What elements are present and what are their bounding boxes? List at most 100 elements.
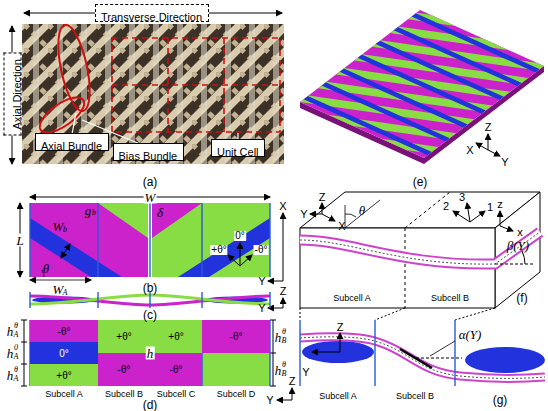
- symbol-label: L: [15, 234, 24, 247]
- caption: (e): [413, 176, 428, 188]
- symbol-label: α(Y): [459, 328, 482, 341]
- cross-section: [30, 295, 283, 308]
- axis-label: Z: [280, 286, 287, 297]
- angle-label: +θ°: [210, 245, 227, 255]
- callout-box: Bias Bundle: [113, 143, 184, 161]
- layer-label: -θ°: [58, 326, 71, 337]
- layer-table: [21, 320, 292, 400]
- callout-box: Axial Bundle: [35, 133, 109, 151]
- symbol-label: δ: [157, 206, 163, 219]
- axis-label: Y: [300, 209, 307, 220]
- axis-label: X: [279, 201, 286, 212]
- angle-label: -θ°: [254, 245, 269, 255]
- subcell-label: Subcell D: [217, 390, 256, 399]
- subscript: A: [14, 353, 19, 361]
- layer-label: +θ°: [116, 331, 131, 342]
- layer-label: -θ°: [118, 364, 131, 375]
- caption: (g): [493, 394, 508, 406]
- axis-label: 3: [459, 192, 465, 203]
- caption: (f): [516, 292, 527, 304]
- symbol-label: h: [7, 347, 14, 360]
- unit-cell: [20, 197, 283, 281]
- axis-label: z: [497, 199, 503, 210]
- layer-band: 0°: [30, 342, 98, 364]
- callout-box: Unit Cell: [211, 139, 265, 157]
- symbol-label: g: [85, 204, 92, 217]
- angle-label: 0°: [234, 231, 246, 241]
- layer-band: +θ°: [98, 320, 150, 353]
- axis-label: Z: [337, 322, 344, 333]
- symbol-label: W: [144, 191, 157, 204]
- superscript: θ: [14, 322, 18, 330]
- axis-label: Y: [258, 276, 265, 287]
- symbol-label: h: [7, 369, 14, 382]
- superscript: θ: [282, 361, 286, 369]
- axis-label: Z: [289, 376, 296, 387]
- callout-text: Bias Bundle: [119, 150, 178, 162]
- layer-band: -θ°: [202, 320, 270, 353]
- caption: (d): [143, 399, 158, 411]
- layer-band: -θ°: [98, 353, 150, 386]
- subcell-divider: [30, 203, 270, 386]
- symbol-label: h: [275, 331, 282, 344]
- layer-band: -θ°: [30, 320, 98, 342]
- callout-text: Axial Direction: [10, 59, 22, 129]
- subscript: A: [14, 331, 19, 339]
- yarn-section: [300, 320, 545, 386]
- layer-label: -θ°: [230, 331, 243, 342]
- callout-text: Unit Cell: [217, 146, 259, 158]
- layer-label: +θ°: [168, 331, 183, 342]
- braid-photo: [12, 13, 284, 164]
- axis-label: X: [338, 221, 345, 232]
- axis-label: 2: [443, 201, 449, 212]
- axis-label: Z: [485, 122, 492, 133]
- layer-label: +θ°: [56, 370, 71, 381]
- subcell-label: Subcell B: [396, 392, 434, 401]
- layer-band: +θ°: [150, 320, 202, 353]
- subcell-label: Subcell B: [431, 294, 469, 303]
- symbol-label: β(Y): [507, 239, 529, 252]
- symbol-label: h: [146, 347, 155, 360]
- layer-label: -θ°: [170, 364, 183, 375]
- symbol-label: θ: [43, 262, 49, 275]
- caption: (c): [143, 309, 157, 321]
- axis-label: X: [466, 145, 473, 156]
- layer-label: 0°: [59, 348, 69, 359]
- superscript: 0: [14, 344, 18, 352]
- subcell-label: Subcell C: [157, 390, 196, 399]
- direction-label: Transverse Direction: [95, 4, 209, 22]
- subscript: B: [282, 337, 287, 345]
- braided-plate: [228, 0, 548, 181]
- symbol-label: h: [275, 364, 282, 377]
- axis-label: 1: [487, 202, 493, 213]
- subcell-box: [300, 192, 540, 320]
- caption: (a): [143, 176, 158, 188]
- axis-label: x: [517, 227, 523, 238]
- subcell-label: Subcell B: [105, 390, 143, 399]
- direction-label: Axial Direction: [3, 53, 21, 136]
- subscript: A: [63, 289, 68, 297]
- symbol-label: θ: [359, 204, 365, 217]
- symbol-label: W: [53, 283, 64, 296]
- axis-label: Y: [258, 303, 265, 314]
- subscript: b: [92, 209, 96, 217]
- subcell-label: Subcell A: [319, 392, 357, 401]
- callout-text: Transverse Direction: [101, 11, 202, 23]
- axis-label: Y: [302, 367, 309, 378]
- subscript: b: [63, 226, 67, 234]
- subscript: A: [14, 375, 19, 383]
- axis-label: Y: [266, 395, 273, 406]
- callout-text: Axial Bundle: [41, 140, 102, 152]
- caption: (b): [143, 282, 158, 294]
- superscript: θ: [282, 328, 286, 336]
- symbol-label: W: [53, 220, 64, 233]
- axis-label: Y: [501, 157, 508, 168]
- superscript: θ: [14, 366, 18, 374]
- layer-band: -θ°: [150, 353, 202, 386]
- symbol-label: h: [7, 325, 14, 338]
- axis-label: Z: [319, 192, 326, 203]
- subcell-label: Subcell A: [45, 390, 83, 399]
- layer-band: +θ°: [30, 364, 98, 386]
- subscript: B: [282, 370, 287, 378]
- subcell-label: Subcell A: [333, 294, 371, 303]
